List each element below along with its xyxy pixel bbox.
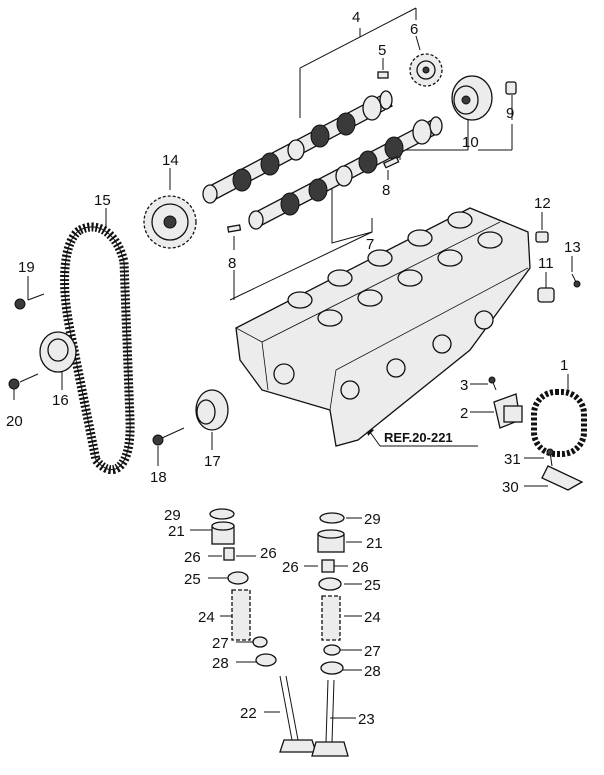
callout-28: 28: [364, 663, 381, 680]
callout-19: 19: [18, 259, 35, 276]
chain-guide: [541, 465, 584, 491]
callout-26: 26: [282, 559, 299, 576]
chain-tensioner: [493, 393, 523, 429]
dowel-pins: [226, 156, 400, 233]
intake-camshaft: [202, 90, 393, 204]
cylinder-head: [235, 207, 531, 447]
phaser-bolt: [505, 81, 517, 95]
reference-label: REF.20-221: [384, 430, 453, 445]
cam-phaser: [451, 75, 493, 121]
tensioner-pulley: [39, 331, 77, 373]
callout-3: 3: [460, 377, 468, 394]
callout-22: 22: [240, 705, 257, 722]
timing-belt: [60, 222, 135, 475]
callout-26: 26: [260, 545, 277, 562]
callout-20: 20: [6, 413, 23, 430]
callout-21: 21: [366, 535, 383, 552]
callout-8: 8: [382, 182, 390, 199]
callout-24: 24: [198, 609, 215, 626]
idler-pulley: [195, 389, 229, 431]
callout-9: 9: [506, 105, 514, 122]
callout-17: 17: [204, 453, 221, 470]
callout-29: 29: [364, 511, 381, 528]
callout-25: 25: [184, 571, 201, 588]
callout-numbers: 4 5 6 9 10 8 7 8 14 15 19 16 20 17 18 12…: [6, 9, 581, 728]
valve-train-right: [311, 512, 349, 757]
callout-8: 8: [228, 255, 236, 272]
callout-30: 30: [502, 479, 519, 496]
callout-29: 29: [164, 507, 181, 524]
callout-21: 21: [168, 523, 185, 540]
stud-bolt: [535, 231, 549, 243]
callout-18: 18: [150, 469, 167, 486]
callout-4: 4: [352, 9, 360, 26]
callout-27: 27: [364, 643, 381, 660]
callout-27: 27: [212, 635, 229, 652]
callout-13: 13: [564, 239, 581, 256]
callout-16: 16: [52, 392, 69, 409]
callout-6: 6: [410, 21, 418, 38]
guide-bolt: [546, 448, 554, 467]
callout-25: 25: [364, 577, 381, 594]
callout-28: 28: [212, 655, 229, 672]
key-pin: [377, 71, 389, 79]
small-bolt: [571, 273, 581, 288]
callout-26: 26: [352, 559, 369, 576]
exhaust-camshaft: [248, 116, 443, 230]
callout-24: 24: [364, 609, 381, 626]
cam-journals: [287, 211, 503, 327]
callout-2: 2: [460, 405, 468, 422]
exhaust-ports: [273, 310, 494, 400]
callout-12: 12: [534, 195, 551, 212]
timing-chain: [531, 389, 587, 457]
callout-26: 26: [184, 549, 201, 566]
sensor-sleeve: [537, 287, 555, 303]
camshaft-sprocket: [409, 53, 443, 87]
callout-1: 1: [560, 357, 568, 374]
callout-7: 7: [366, 236, 374, 253]
callout-11: 11: [538, 255, 554, 272]
callout-15: 15: [94, 192, 111, 209]
callout-31: 31: [504, 451, 521, 468]
pulley-bolts: [8, 293, 185, 446]
valve-train-left: [209, 508, 317, 753]
tensioner-bolt: [488, 376, 497, 391]
callout-23: 23: [358, 711, 375, 728]
callout-14: 14: [162, 152, 179, 169]
timing-belt-sprocket: [143, 195, 197, 249]
callout-10: 10: [462, 134, 479, 151]
callout-5: 5: [378, 42, 386, 59]
